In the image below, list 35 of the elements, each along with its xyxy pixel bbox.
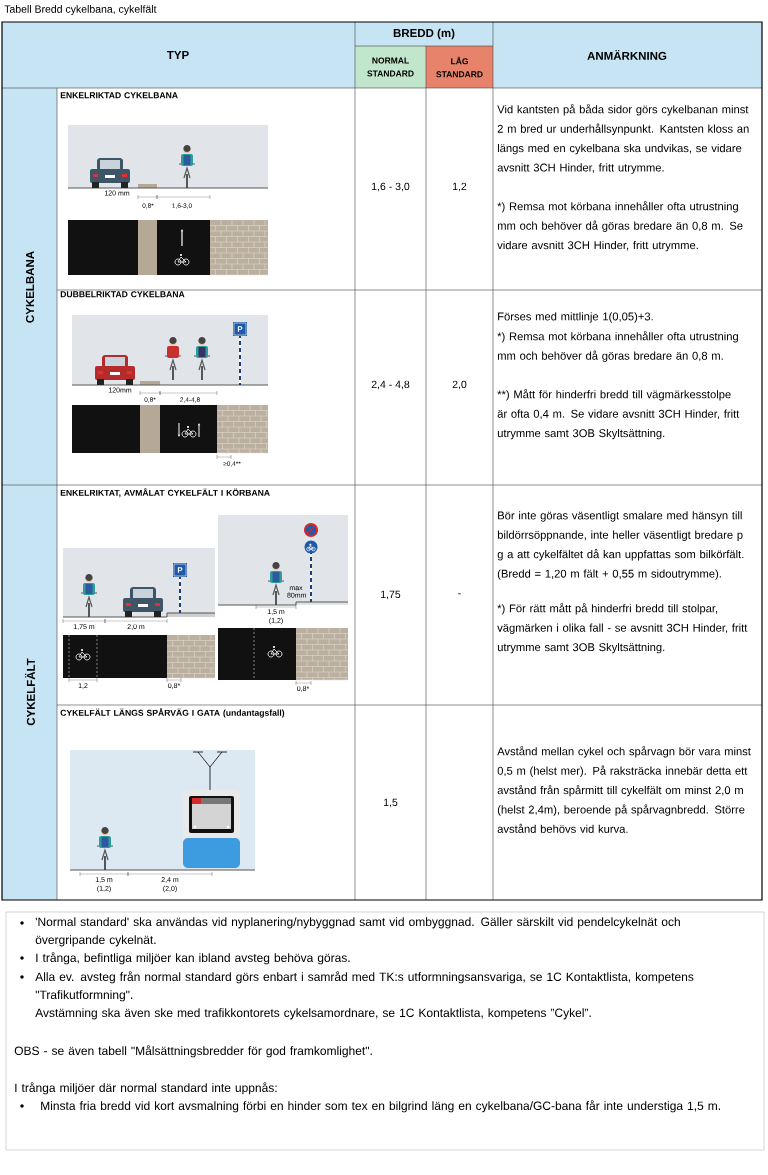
note-text: OBS - se även tabell "Målsättningsbredder för god framkomlighet". (14, 1045, 372, 1058)
width-value: 1,5 (384, 798, 398, 808)
column-header: NORMAL STANDARD (355, 46, 426, 88)
note-text: Minsta fria bredd vid kort avsmalning förbi en hinder som tex en bilgrind läng en cykelbana/GC-bana får inte understiga 1,5 m. (41, 1100, 720, 1113)
remark-text: Bör inte göras väsentligt smalare med hänsyn till bildörrsöppnande, inte heller väsentligt bredare p g a att cykelfältet då kan uppfattas som bilkörfält. (Bredd = 1,20 m fält + 0,55 m sidoutrymme). (497, 511, 744, 580)
remark-text: Förses med mittlinje 1(0,05)+3. (498, 312, 653, 323)
column-header: ANMÄRKNING (493, 22, 762, 88)
note-text: Alla ev. avsteg från normal standard görs enbart i samråd med TK:s utformningsansvariga, se 1C Kontaktlista, kompetens "Trafikutformning". (35, 971, 694, 1002)
remark-text: Avstånd mellan cykel och spårvagn bör vara minst 0,5 m (helst mer). På raksträcka innebär detta ett avstånd från spårmitt till cykelfält om minst 2,0 m (helst 2,4m), beroende på spårvagnbredd. Större avstånd behövs vid kurva. (497, 746, 751, 833)
note-text: I trånga, befintliga miljöer kan ibland avsteg behöva göras. (36, 952, 350, 965)
row-title: CYKELFÄLT LÄNGS SPÅRVÄG I GATA (undantagsfall) (60, 708, 285, 718)
width-value: - (458, 593, 461, 595)
width-value: 1,75 (381, 590, 401, 600)
width-value: 1,6 - 3,0 (372, 182, 410, 192)
width-value: 2,0 (452, 380, 467, 390)
remark-text: *) Remsa mot körbana innehåller ofta utrustning mm och behöver då göras bredare än 0,8 m. Se vidare avsnitt 3CH Hinder, fritt utrymme. (497, 201, 743, 252)
width-value: 2,4 - 4,8 (371, 380, 410, 390)
group-label: CYKELBANA (2, 88, 57, 485)
column-header: TYP (2, 22, 355, 88)
note-text: 'Normal standard' ska användas vid nyplanering/nybyggnad samt vid ombyggnad. Gäller särskilt vid pendelcykelnät och övergripande cykelnät. (35, 917, 680, 947)
table-title: Tabell Bredd cykelbana, cykelfält (4, 5, 157, 15)
row-title: DUBBELRIKTAD CYKELBANA (60, 291, 185, 298)
row-title: ENKELRIKTAD CYKELBANA (60, 92, 178, 99)
width-value: 1,2 (453, 182, 467, 192)
remark-text: Vid kantsten på båda sidor görs cykelbanan minst 2 m bred ur underhållsynpunkt. Kantsten kloss an längs med en cykelbana ska undvikas, se vidare avsnitt 3CH Hinder, fritt utrymme. (497, 104, 749, 174)
row-title: ENKELRIKTAT, AVMÅLAT CYKELFÄLT I KÖRBANA (60, 488, 270, 498)
column-header: BREDD (m) (355, 22, 493, 46)
remark-text: **) Mått för hinderfri bredd till vägmärkesstolpe är ofta 0,4 m. Se vidare avsnitt 3CH Hinder, fritt utrymme samt 3OB Skyltsättning. (497, 389, 740, 440)
group-label: CYKELFÄLT (2, 485, 57, 900)
sign-letter: P (237, 326, 243, 332)
remark-text: *) För rätt mått på hinderfri bredd till stolpar, vägmärken i olika fall - se avsnitt 3CH Hinder, fritt utrymme samt 3OB Skyltsättning. (497, 603, 748, 654)
remark-text: *) Remsa mot körbana innehåller ofta utrustning mm och behöver då göras bredare än 0,8 m. (497, 331, 738, 362)
note-text: I trånga miljöer där normal standard inte uppnås: (15, 1082, 277, 1095)
note-text: Avstämning ska även ske med trafikkontorets cykelsamordnare, se 1C Kontaktlista, kompetens ”Cykel”. (35, 1008, 591, 1020)
sign-letter: P (177, 567, 183, 573)
